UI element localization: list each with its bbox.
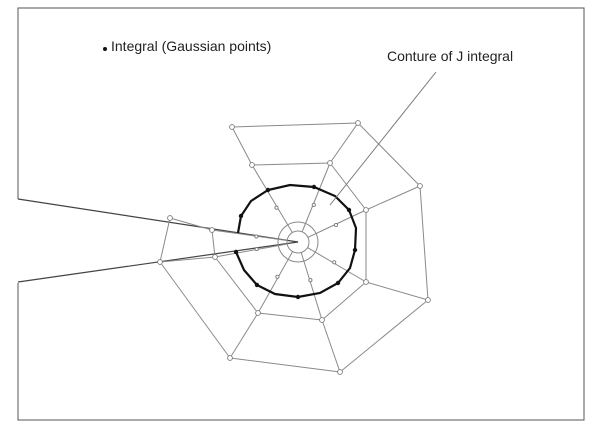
mesh-outer-edge bbox=[229, 357, 341, 373]
mesh-node-small bbox=[333, 222, 339, 228]
mesh-node-small bbox=[308, 278, 313, 283]
mesh-middle-edge bbox=[321, 281, 367, 321]
gaussian-points bbox=[233, 184, 358, 300]
mesh-node bbox=[227, 355, 233, 361]
mesh-node bbox=[363, 279, 369, 285]
gaussian-point bbox=[335, 280, 341, 286]
mesh-middle-edge bbox=[214, 256, 259, 314]
crack-opening-mask bbox=[14, 199, 22, 283]
mesh-radial-edge bbox=[169, 217, 213, 231]
contour-annotation-label: Conture of J integral bbox=[387, 48, 513, 64]
mesh-radial-edge bbox=[251, 164, 289, 226]
mesh-lines bbox=[159, 122, 429, 373]
mesh-radial-edge bbox=[307, 233, 317, 238]
mesh-inner-circle bbox=[286, 230, 310, 254]
mesh-node bbox=[337, 369, 343, 375]
mesh-node-small bbox=[254, 247, 259, 252]
annotation-leader-line bbox=[329, 71, 437, 206]
mesh-node bbox=[425, 297, 431, 303]
mesh-outer-edge bbox=[159, 217, 171, 263]
mesh-nodes bbox=[157, 120, 431, 375]
mesh-radial-edge bbox=[307, 247, 316, 253]
mesh-radial-edge bbox=[300, 252, 305, 262]
mesh-radial-edge bbox=[329, 122, 359, 164]
mesh-node bbox=[249, 162, 255, 168]
mesh-middle-edge bbox=[251, 162, 331, 166]
mesh-radial-edge bbox=[301, 223, 306, 232]
mesh-radial-edge bbox=[303, 260, 323, 321]
gaussian-point bbox=[238, 213, 244, 219]
mesh-radial-edge bbox=[159, 256, 216, 263]
mesh-node bbox=[229, 124, 235, 130]
gaussian-point bbox=[311, 184, 317, 190]
mesh-radial-edge bbox=[314, 251, 367, 283]
mesh-node bbox=[319, 317, 325, 323]
gaussian-point bbox=[346, 207, 352, 213]
mesh-radial-edge bbox=[287, 224, 293, 233]
mesh-radial-edge bbox=[321, 319, 341, 373]
j-integral-contour-path bbox=[234, 183, 358, 299]
gaussian-point bbox=[352, 247, 358, 253]
mesh-node bbox=[212, 254, 218, 260]
mesh-radial-edge bbox=[231, 126, 253, 166]
mesh-node-small bbox=[254, 234, 259, 239]
mesh-node bbox=[157, 259, 163, 265]
mesh-node-small bbox=[275, 274, 280, 279]
mesh-node bbox=[255, 310, 261, 316]
gaussian-point bbox=[265, 187, 271, 193]
mesh-middle-edge bbox=[329, 162, 367, 211]
mesh-middle-edge bbox=[211, 229, 216, 258]
legend-label: Integral (Gaussian points) bbox=[111, 38, 271, 54]
j-integral-contour bbox=[234, 183, 358, 299]
mesh-middle-edge bbox=[257, 312, 323, 321]
mesh-radial-edge bbox=[287, 251, 294, 260]
gaussian-point bbox=[254, 282, 260, 288]
mesh-inner-circle bbox=[277, 221, 319, 263]
mesh-node bbox=[363, 207, 369, 213]
mesh-node-small bbox=[274, 205, 279, 210]
mesh-radial-edge bbox=[211, 229, 279, 240]
diagram-frame bbox=[17, 7, 585, 421]
mesh-node bbox=[417, 183, 423, 189]
mesh-radial-edge bbox=[214, 245, 279, 258]
mesh-outer-edge bbox=[339, 299, 429, 373]
mesh-radial-edge bbox=[365, 185, 421, 211]
mesh-outer-edge bbox=[159, 261, 231, 359]
mesh-node bbox=[209, 227, 215, 233]
mesh-node-small bbox=[332, 260, 337, 265]
mesh-outer-edge bbox=[419, 185, 429, 301]
gaussian-point bbox=[233, 249, 239, 255]
gaussian-point bbox=[295, 294, 301, 300]
legend-dot-icon bbox=[103, 47, 107, 51]
mesh-node bbox=[355, 120, 361, 126]
mesh-radial-edge bbox=[315, 209, 367, 234]
mesh-radial-edge bbox=[257, 259, 289, 314]
mesh-radial-edge bbox=[229, 312, 259, 359]
mesh-node bbox=[327, 160, 333, 166]
mesh-radial-edge bbox=[278, 243, 288, 247]
mesh-radial-edge bbox=[278, 238, 288, 241]
mesh-radial-edge bbox=[305, 162, 331, 224]
crack-upper-flank bbox=[17, 198, 299, 243]
mesh-outer-edge bbox=[357, 122, 421, 187]
mesh-outer-edge bbox=[231, 122, 359, 128]
mesh-node-small bbox=[311, 202, 316, 207]
mesh-node bbox=[167, 215, 173, 221]
mesh-radial-edge bbox=[365, 281, 429, 301]
